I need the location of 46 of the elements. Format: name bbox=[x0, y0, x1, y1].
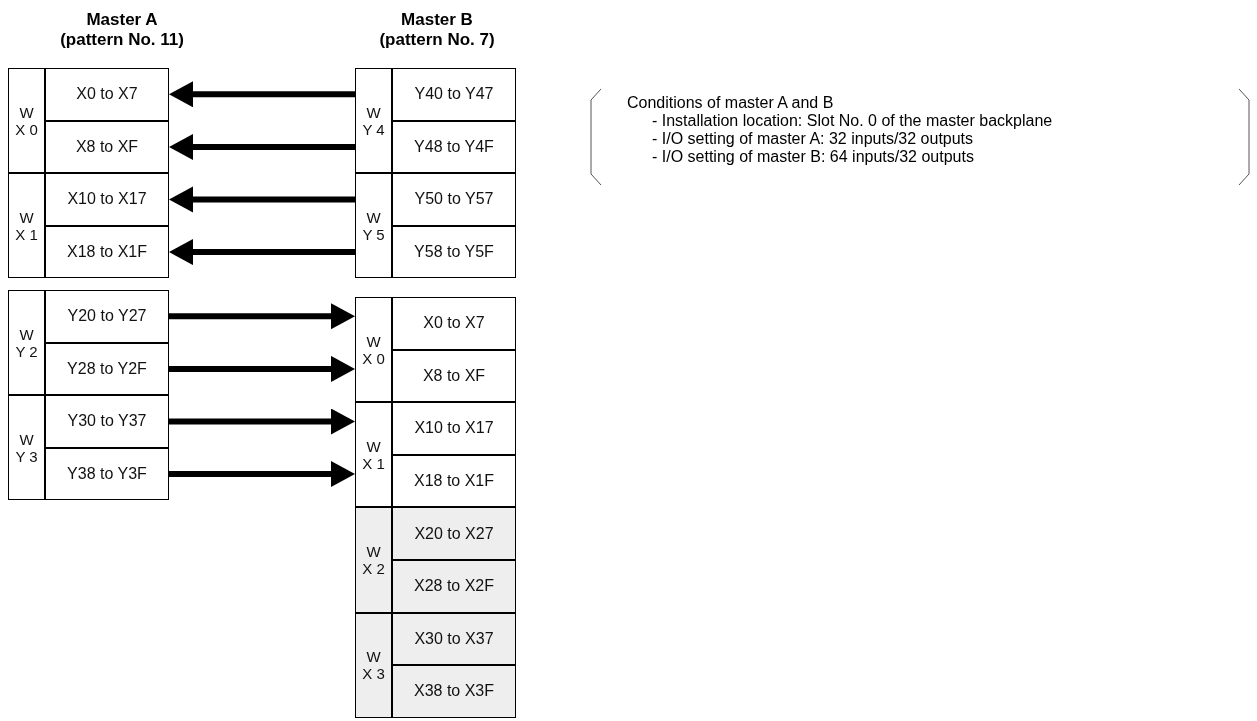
word-device-cell: W Y 3 bbox=[8, 395, 46, 501]
device-range-cell: X8 to XF bbox=[392, 349, 516, 403]
word-device-cell: W Y 2 bbox=[8, 290, 46, 396]
device-range-cell: Y50 to Y57 bbox=[392, 173, 516, 226]
device-range-cell: X0 to X7 bbox=[45, 68, 169, 121]
column-heading: (pattern No. 7) bbox=[378, 30, 496, 50]
note-heading: Conditions of master A and B bbox=[627, 94, 834, 112]
device-range-cell: Y28 to Y2F bbox=[45, 342, 169, 396]
arrow bbox=[169, 239, 355, 266]
word-device-cell: W X 3 bbox=[355, 612, 393, 718]
arrow bbox=[169, 133, 355, 160]
device-range-cell: X0 to X7 bbox=[392, 297, 516, 350]
device-range-cell: X18 to X1F bbox=[45, 225, 169, 279]
device-range-cell: X18 to X1F bbox=[392, 454, 516, 508]
arrow bbox=[169, 408, 355, 435]
word-device-cell: W Y 4 bbox=[355, 68, 393, 174]
device-range-cell: Y38 to Y3F bbox=[45, 447, 169, 501]
arrow bbox=[169, 303, 355, 330]
device-range-cell: X28 to X2F bbox=[392, 560, 516, 613]
device-range-cell: Y30 to Y37 bbox=[45, 395, 169, 448]
arrow bbox=[169, 186, 355, 213]
arrow bbox=[169, 461, 355, 488]
note-line: - Installation location: Slot No. 0 of the master backplane bbox=[652, 112, 1053, 130]
device-range-cell: X20 to X27 bbox=[392, 507, 516, 560]
note-line: - I/O setting of master A: 32 inputs/32 outputs bbox=[652, 130, 974, 148]
arrow bbox=[169, 81, 355, 108]
word-device-cell: W X 2 bbox=[355, 507, 393, 613]
device-range-cell: X10 to X17 bbox=[45, 173, 169, 226]
device-range-cell: X10 to X17 bbox=[392, 402, 516, 455]
device-range-cell: Y48 to Y4F bbox=[392, 120, 516, 174]
word-device-cell: W X 1 bbox=[8, 173, 46, 279]
device-range-cell: Y40 to Y47 bbox=[392, 68, 516, 121]
column-heading: Master A bbox=[85, 10, 159, 30]
column-heading: Master B bbox=[400, 10, 474, 30]
word-device-cell: W X 1 bbox=[355, 402, 393, 508]
device-range-cell: X38 to X3F bbox=[392, 665, 516, 718]
arrow bbox=[169, 355, 355, 382]
device-range-cell: Y58 to Y5F bbox=[392, 225, 516, 279]
device-range-cell: X8 to XF bbox=[45, 120, 169, 174]
word-device-cell: W X 0 bbox=[8, 68, 46, 174]
note-line: - I/O setting of master B: 64 inputs/32 outputs bbox=[652, 148, 974, 166]
word-device-cell: W Y 5 bbox=[355, 173, 393, 279]
word-device-cell: W X 0 bbox=[355, 297, 393, 403]
device-range-cell: X30 to X37 bbox=[392, 612, 516, 666]
device-range-cell: Y20 to Y27 bbox=[45, 290, 169, 343]
column-heading: (pattern No. 11) bbox=[59, 30, 185, 50]
